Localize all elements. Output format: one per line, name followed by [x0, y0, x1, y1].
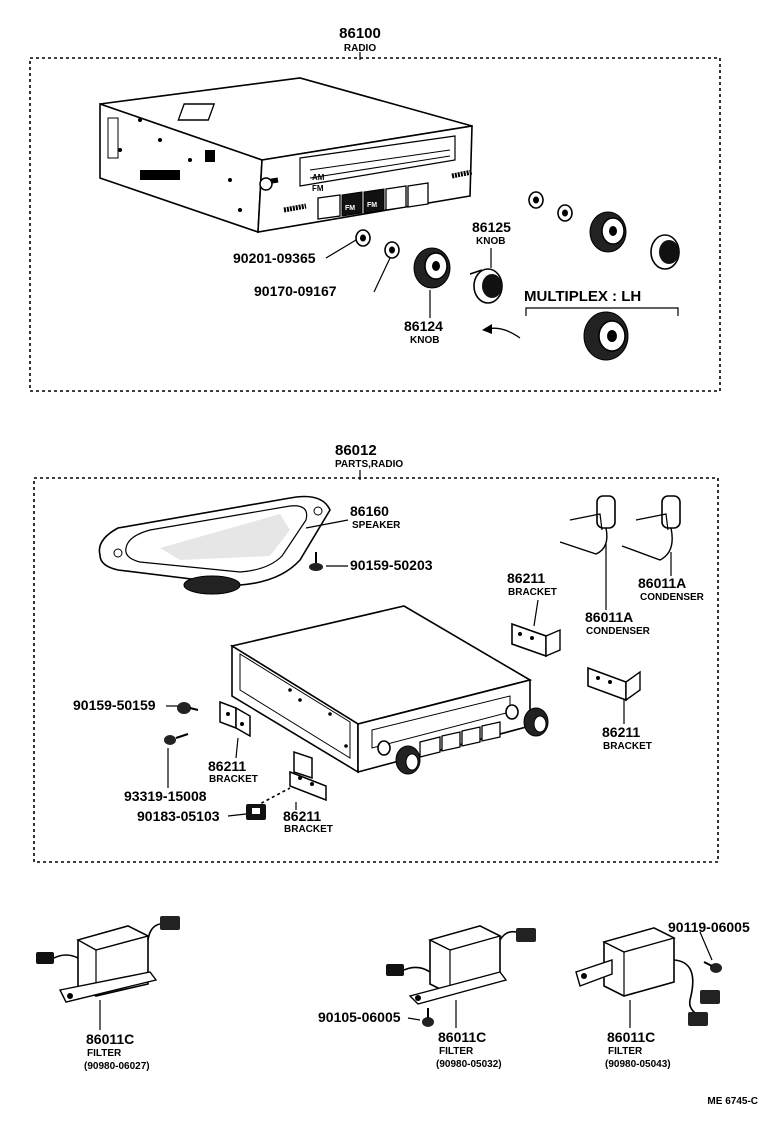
- multiplex-label: MULTIPLEX : LH: [524, 288, 641, 305]
- filter-2-name: FILTER: [439, 1046, 474, 1057]
- speaker-screw-illustration: [309, 552, 323, 571]
- knob-86124-number: 86124: [404, 318, 443, 334]
- radio-group-frame: [29, 57, 721, 392]
- radio-unit-illustration: AM FM FM FM: [99, 77, 473, 234]
- nut-part-number: 90201-09365: [233, 250, 316, 266]
- condenser-pair-illustration: [559, 495, 681, 610]
- parts-group-number: 86012: [335, 442, 377, 459]
- bracket-left-name: BRACKET: [209, 774, 258, 785]
- knob-multiplex-illustration: [583, 311, 629, 361]
- knob-86125-illustration: [469, 268, 503, 304]
- bracket-bottom-illustration: [289, 750, 327, 802]
- filter-3-illustration: [575, 927, 722, 1026]
- preset-button-1: [317, 194, 341, 220]
- filter-1-code: (90980-06027): [84, 1061, 150, 1072]
- radio-body-illustration: [229, 605, 549, 775]
- filter-1-number: 86011C: [86, 1031, 134, 1047]
- band-fm-label: FM: [312, 184, 324, 193]
- filter-2-illustration: [386, 925, 536, 1027]
- bracket-top-illustration: [511, 622, 561, 658]
- screw-left-number: 90159-50159: [73, 697, 156, 713]
- preset-fm-label-2: FM: [367, 202, 377, 209]
- condenser-b-name: CONDENSER: [586, 626, 651, 637]
- preset-button-2: [341, 191, 363, 217]
- screw-small-number: 93319-15008: [124, 788, 207, 804]
- speaker-name: SPEAKER: [352, 520, 401, 531]
- filter-2-bolt-number: 90105-06005: [318, 1009, 401, 1025]
- filter-2-code: (90980-05032): [436, 1059, 502, 1070]
- multiplex-bracket-line: [525, 307, 679, 316]
- preset-fm-label-1: FM: [345, 205, 355, 212]
- speaker-screw-number: 90159-50203: [350, 557, 433, 573]
- footer-code: ME 6745-C: [707, 1096, 758, 1107]
- clip-number: 90183-05103: [137, 808, 220, 824]
- filter-3-name: FILTER: [608, 1046, 643, 1057]
- screw-left-illustration: [177, 702, 199, 714]
- knob-right-pair-illustration: [589, 211, 680, 270]
- filter-1-name: FILTER: [87, 1048, 122, 1059]
- parts-radio-section: 86012 PARTS,RADIO 86160 SPEAKER 90159-50…: [33, 442, 719, 863]
- bracket-bottom-name: BRACKET: [284, 824, 333, 835]
- washer-part-number: 90170-09167: [254, 283, 337, 299]
- speaker-illustration: [98, 495, 331, 595]
- knob-86124-illustration: [413, 247, 451, 289]
- parts-group-name: PARTS,RADIO: [335, 459, 403, 470]
- bracket-left-number: 86211: [208, 758, 246, 774]
- bracket-top-name: BRACKET: [508, 587, 557, 598]
- speaker-number: 86160: [350, 503, 389, 519]
- filter-3-code: (90980-05043): [605, 1059, 671, 1070]
- rotation-arrowhead: [482, 324, 492, 334]
- bracket-top-number: 86211: [507, 570, 545, 586]
- preset-button-5: [407, 182, 429, 208]
- bracket-left-illustration: [219, 700, 251, 738]
- band-am-label: AM: [312, 173, 325, 182]
- radio-section: 86100 RADIO AM FM FM: [29, 25, 721, 392]
- condenser-b-number: 86011A: [585, 609, 633, 625]
- clip-illustration: [246, 804, 266, 820]
- condenser-a-number: 86011A: [638, 575, 686, 591]
- filter-2-number: 86011C: [438, 1029, 486, 1045]
- bracket-bottom-number: 86211: [283, 808, 321, 824]
- parts-group-frame: [33, 477, 719, 863]
- preset-button-3: [363, 188, 385, 214]
- knob-86125-name: KNOB: [476, 236, 505, 247]
- nut-washer-parts: [355, 191, 573, 259]
- bracket-right-illustration: [587, 666, 641, 702]
- filter-3-number: 86011C: [607, 1029, 655, 1045]
- preset-button-4: [385, 185, 407, 211]
- bracket-right-number: 86211: [602, 724, 640, 740]
- knob-86125-number: 86125: [472, 219, 511, 235]
- radio-group-number: 86100: [339, 25, 381, 42]
- filter-3-bolt-number: 90119-06005: [668, 919, 750, 935]
- filter-1-illustration: [36, 916, 180, 1003]
- condenser-a-name: CONDENSER: [640, 592, 705, 603]
- knob-86124-name: KNOB: [410, 335, 439, 346]
- bracket-right-name: BRACKET: [603, 741, 652, 752]
- filters-section: 86011C FILTER (90980-06027) 90105-06005 …: [36, 916, 750, 1072]
- radio-group-name: RADIO: [344, 43, 376, 54]
- screw-small-illustration: [164, 733, 189, 745]
